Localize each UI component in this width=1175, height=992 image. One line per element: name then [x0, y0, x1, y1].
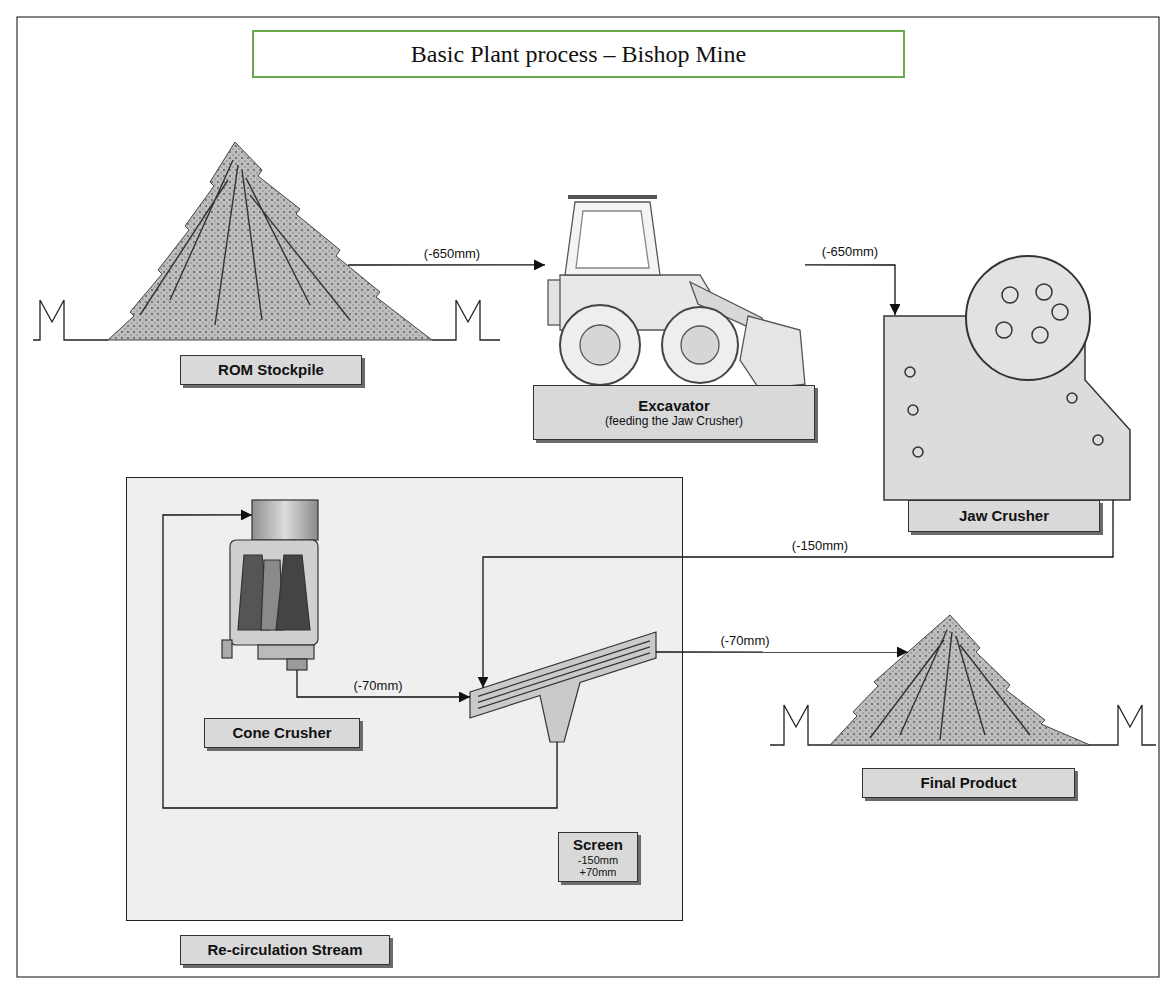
label-box: Screen-150mm +70mm	[558, 832, 638, 882]
size-label: (-70mm)	[720, 633, 769, 648]
screen-mesh	[478, 647, 650, 703]
flow-arrow	[297, 670, 470, 697]
node-label: Jaw Crusher	[959, 507, 1049, 524]
node-label: Final Product	[921, 774, 1017, 791]
flow-arrow	[348, 264, 545, 265]
product-pile-texture	[830, 615, 1090, 745]
excavator-drawing	[548, 197, 805, 390]
label-box: Re-circulation Stream	[180, 935, 390, 965]
cone-crusher: Cone Crusher	[222, 500, 322, 670]
loader-wheel	[560, 305, 640, 385]
flywheel-hole	[1052, 304, 1068, 320]
body-hole	[1093, 435, 1103, 445]
flywheel	[966, 256, 1090, 380]
final-product-drawing	[770, 615, 1156, 745]
cone-body	[230, 540, 318, 645]
cone-base	[258, 645, 314, 659]
stockpile: ROM Stockpile	[108, 140, 432, 340]
loader-cab	[565, 202, 660, 275]
cone-crusher-drawing	[222, 500, 318, 670]
flow-arrow	[805, 265, 895, 315]
node-note: (feeding the Jaw Crusher)	[605, 415, 743, 428]
excavator: Excavator(feeding the Jaw Crusher)	[545, 195, 805, 385]
label-box: ROM Stockpile	[180, 355, 362, 385]
node-label: Screen	[573, 836, 623, 853]
node-label: ROM Stockpile	[218, 361, 324, 378]
stockpile-streaks	[140, 160, 350, 325]
label-box: Jaw Crusher	[908, 500, 1100, 532]
node-label: Re-circulation Stream	[207, 941, 362, 958]
flywheel-hole	[1002, 287, 1018, 303]
stockpile-shape	[108, 142, 432, 340]
flow-arrow	[656, 651, 908, 652]
node-label: Excavator	[638, 397, 710, 414]
node-note: -150mm +70mm	[574, 854, 622, 878]
cone-motor	[222, 640, 232, 658]
loader-window	[576, 211, 649, 268]
rom-stockpile-drawing	[33, 142, 500, 340]
connector-group	[163, 265, 1113, 808]
stockpile: Final Product	[830, 615, 1090, 745]
size-label: (-150mm)	[792, 538, 848, 553]
label-box: Final Product	[862, 768, 1075, 798]
flow-arrow	[483, 500, 1113, 688]
recirculation-region: Re-circulation StreamCone CrusherScreen-…	[127, 478, 682, 920]
jaw-crusher: Jaw Crusher	[884, 256, 1130, 500]
size-label: (-650mm)	[424, 246, 480, 261]
wheel-hub	[580, 325, 620, 365]
pile-streaks	[870, 630, 1030, 740]
loader-wheel	[662, 307, 738, 383]
flywheel-hole	[996, 322, 1012, 338]
label-box: Cone Crusher	[204, 718, 360, 748]
screen-drawing	[470, 632, 656, 742]
region-ground	[127, 478, 682, 920]
cone-liner	[276, 555, 310, 630]
loader-bucket	[740, 316, 805, 390]
screen-deck	[470, 632, 656, 742]
size-label: (-70mm)	[353, 678, 402, 693]
flywheel-hole	[1032, 327, 1048, 343]
screen-mesh	[478, 641, 650, 697]
body-hole	[905, 367, 915, 377]
body-hole	[1067, 393, 1077, 403]
label-box: Excavator(feeding the Jaw Crusher)	[533, 385, 815, 440]
body-hole	[908, 405, 918, 415]
stockpile-texture	[108, 142, 432, 340]
wheel-hub	[681, 326, 719, 364]
screen: Screen-150mm +70mm	[470, 632, 656, 742]
flywheel-hole	[1036, 284, 1052, 300]
title-box: Basic Plant process – Bishop Mine	[252, 30, 905, 78]
page-frame	[17, 17, 1159, 977]
size-label: (-650mm)	[822, 244, 878, 259]
loader-roof	[568, 195, 657, 199]
cone-spout	[287, 659, 307, 670]
node-label: Cone Crusher	[232, 724, 331, 741]
cone-cap	[252, 500, 318, 540]
diagram-title: Basic Plant process – Bishop Mine	[411, 41, 746, 68]
jaw-crusher-drawing	[884, 256, 1130, 500]
product-pile-shape	[830, 615, 1090, 745]
screen-mesh	[478, 653, 650, 709]
body-hole	[913, 447, 923, 457]
flow-arrow	[163, 515, 557, 808]
